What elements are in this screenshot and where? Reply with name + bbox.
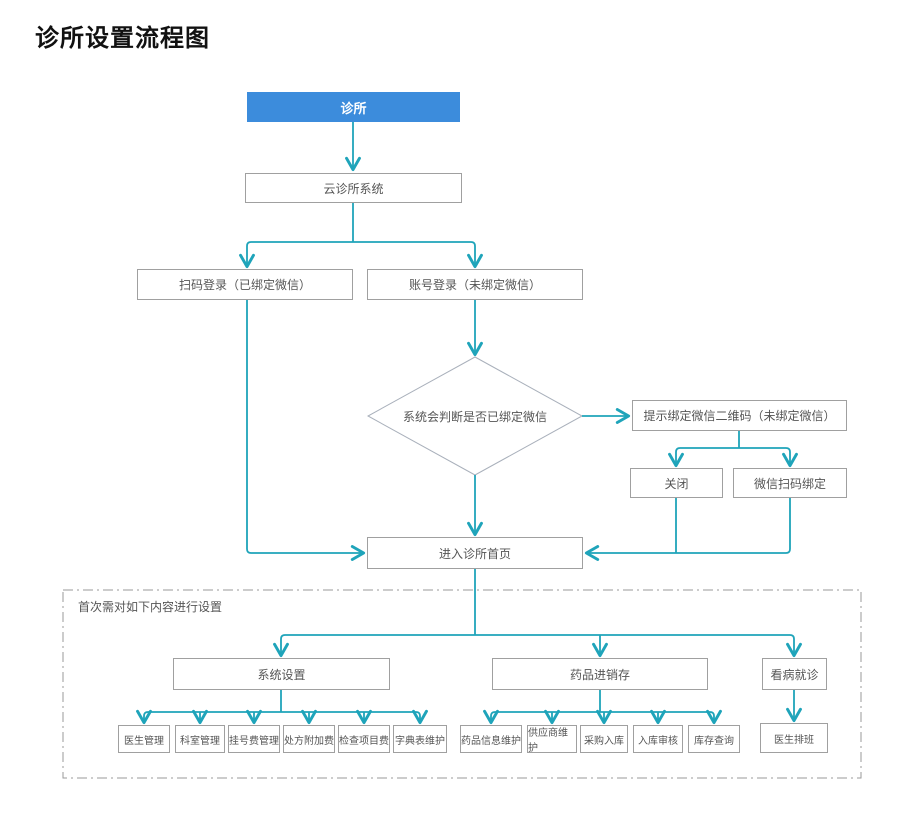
node-prescription-surcharge: 处方附加费 xyxy=(283,725,335,753)
node-account-login: 账号登录（未绑定微信） xyxy=(367,269,583,300)
node-drug-info-maintenance: 药品信息维护 xyxy=(460,725,522,753)
arrow-sys-item-1 xyxy=(136,709,281,725)
node-inventory-query: 库存查询 xyxy=(688,725,740,753)
node-prompt-qr: 提示绑定微信二维码（未绑定微信） xyxy=(632,400,847,431)
arrow-to-medical-visit xyxy=(475,634,802,658)
node-inbound-audit: 入库审核 xyxy=(633,725,683,753)
node-registration-fee-management: 挂号费管理 xyxy=(228,725,280,753)
arrow-sys-item-6 xyxy=(281,709,428,725)
setup-section-note: 首次需对如下内容进行设置 xyxy=(78,600,223,614)
node-scan-login: 扫码登录（已绑定微信） xyxy=(137,269,353,300)
node-exam-item-fee: 检查项目费 xyxy=(338,725,390,753)
arrow-to-account-login xyxy=(353,241,483,269)
arrow-to-close xyxy=(668,447,739,468)
node-doctor-schedule: 医生排班 xyxy=(760,723,828,753)
arrow-drug-item-1 xyxy=(483,709,600,725)
node-department-management: 科室管理 xyxy=(175,725,225,753)
node-enter-home: 进入诊所首页 xyxy=(367,537,583,569)
arrow-to-scan-login xyxy=(239,241,353,269)
node-cloud-system: 云诊所系统 xyxy=(245,173,462,203)
node-drug-inventory: 药品进销存 xyxy=(492,658,708,690)
arrow-to-system-settings xyxy=(273,634,475,658)
arrow-drug-item-5 xyxy=(600,709,722,725)
node-doctor-management: 医生管理 xyxy=(118,725,170,753)
node-dictionary-maintenance: 字典表维护 xyxy=(393,725,447,753)
node-purchase-inbound: 采购入库 xyxy=(580,725,628,753)
node-decision-label: 系统会判断是否已绑定微信 xyxy=(402,409,547,424)
node-clinic: 诊所 xyxy=(247,92,460,122)
node-medical-visit: 看病就诊 xyxy=(762,658,827,690)
node-close: 关闭 xyxy=(630,468,723,498)
setup-section-border xyxy=(62,589,862,779)
arrow-bind-to-home xyxy=(584,498,791,561)
node-supplier-maintenance: 供应商维护 xyxy=(527,725,577,754)
arrow-scan-to-home xyxy=(246,300,366,561)
node-wechat-scan-bind: 微信扫码绑定 xyxy=(733,468,847,498)
page-title: 诊所设置流程图 xyxy=(35,25,210,52)
node-system-settings: 系统设置 xyxy=(173,658,390,690)
arrow-to-wechat-bind xyxy=(739,447,798,468)
